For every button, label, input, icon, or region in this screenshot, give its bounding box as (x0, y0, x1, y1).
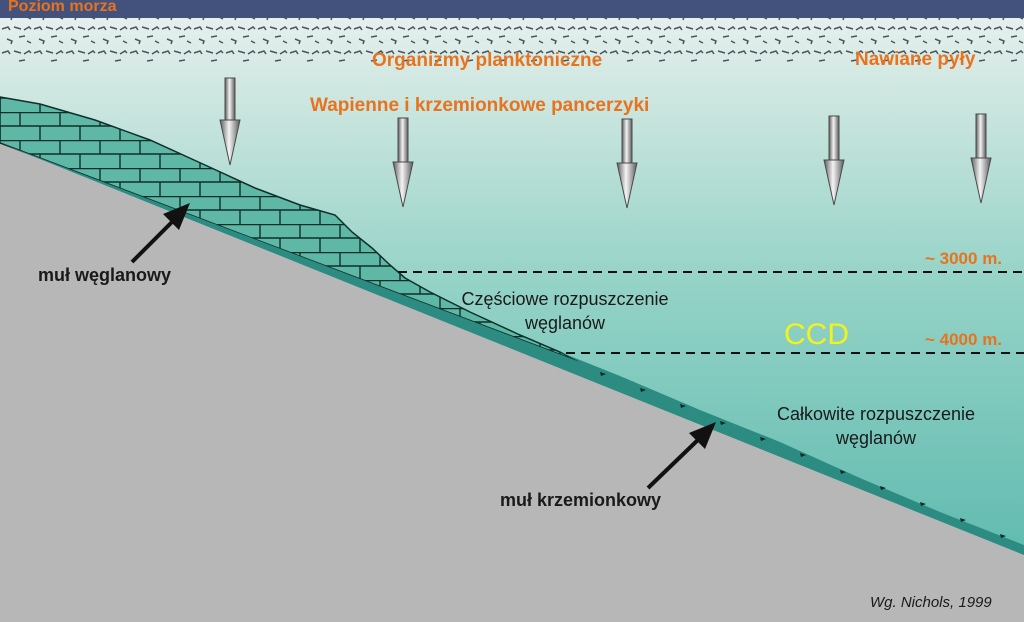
ccd-label: CCD (784, 318, 849, 351)
plankton-label: Organizmy planktoniczne (372, 50, 603, 71)
complete-dissolution-line2: węglanów (835, 428, 917, 448)
down-arrow-icon (219, 77, 241, 166)
siliceous-ooze-layer (0, 143, 1024, 555)
sea-level-bar (0, 0, 1024, 18)
down-arrow-icon (823, 115, 845, 206)
dust-label: Nawiane pyły (855, 49, 976, 70)
partial-dissolution-line2: węglanów (524, 313, 606, 333)
surface-dust-band (0, 18, 1024, 62)
sea-level-label: Poziom morza (8, 0, 117, 15)
down-arrow-icon (970, 113, 992, 204)
partial-dissolution-line1: Częściowe rozpuszczenie (461, 289, 669, 309)
siliceous-ooze-label: muł krzemionkowy (500, 490, 662, 510)
depth-4000-label: ~ 4000 m. (925, 330, 1003, 349)
carbonate-ooze-label: muł węglanowy (38, 265, 172, 285)
pointer-arrow-icon (130, 203, 190, 264)
source-credit: Wg. Nichols, 1999 (870, 594, 992, 611)
seafloor (0, 143, 1024, 622)
down-arrow-icon (392, 117, 414, 208)
shells-label: Wapienne i krzemionkowe pancerzyki (310, 95, 650, 116)
down-arrow-icon (616, 118, 638, 209)
pointer-arrow-icon (646, 422, 716, 490)
depth-3000-label: ~ 3000 m. (925, 249, 1003, 268)
siliceous-ooze-marks (600, 372, 1006, 538)
complete-dissolution-line1: Całkowite rozpuszczenie (776, 404, 976, 424)
